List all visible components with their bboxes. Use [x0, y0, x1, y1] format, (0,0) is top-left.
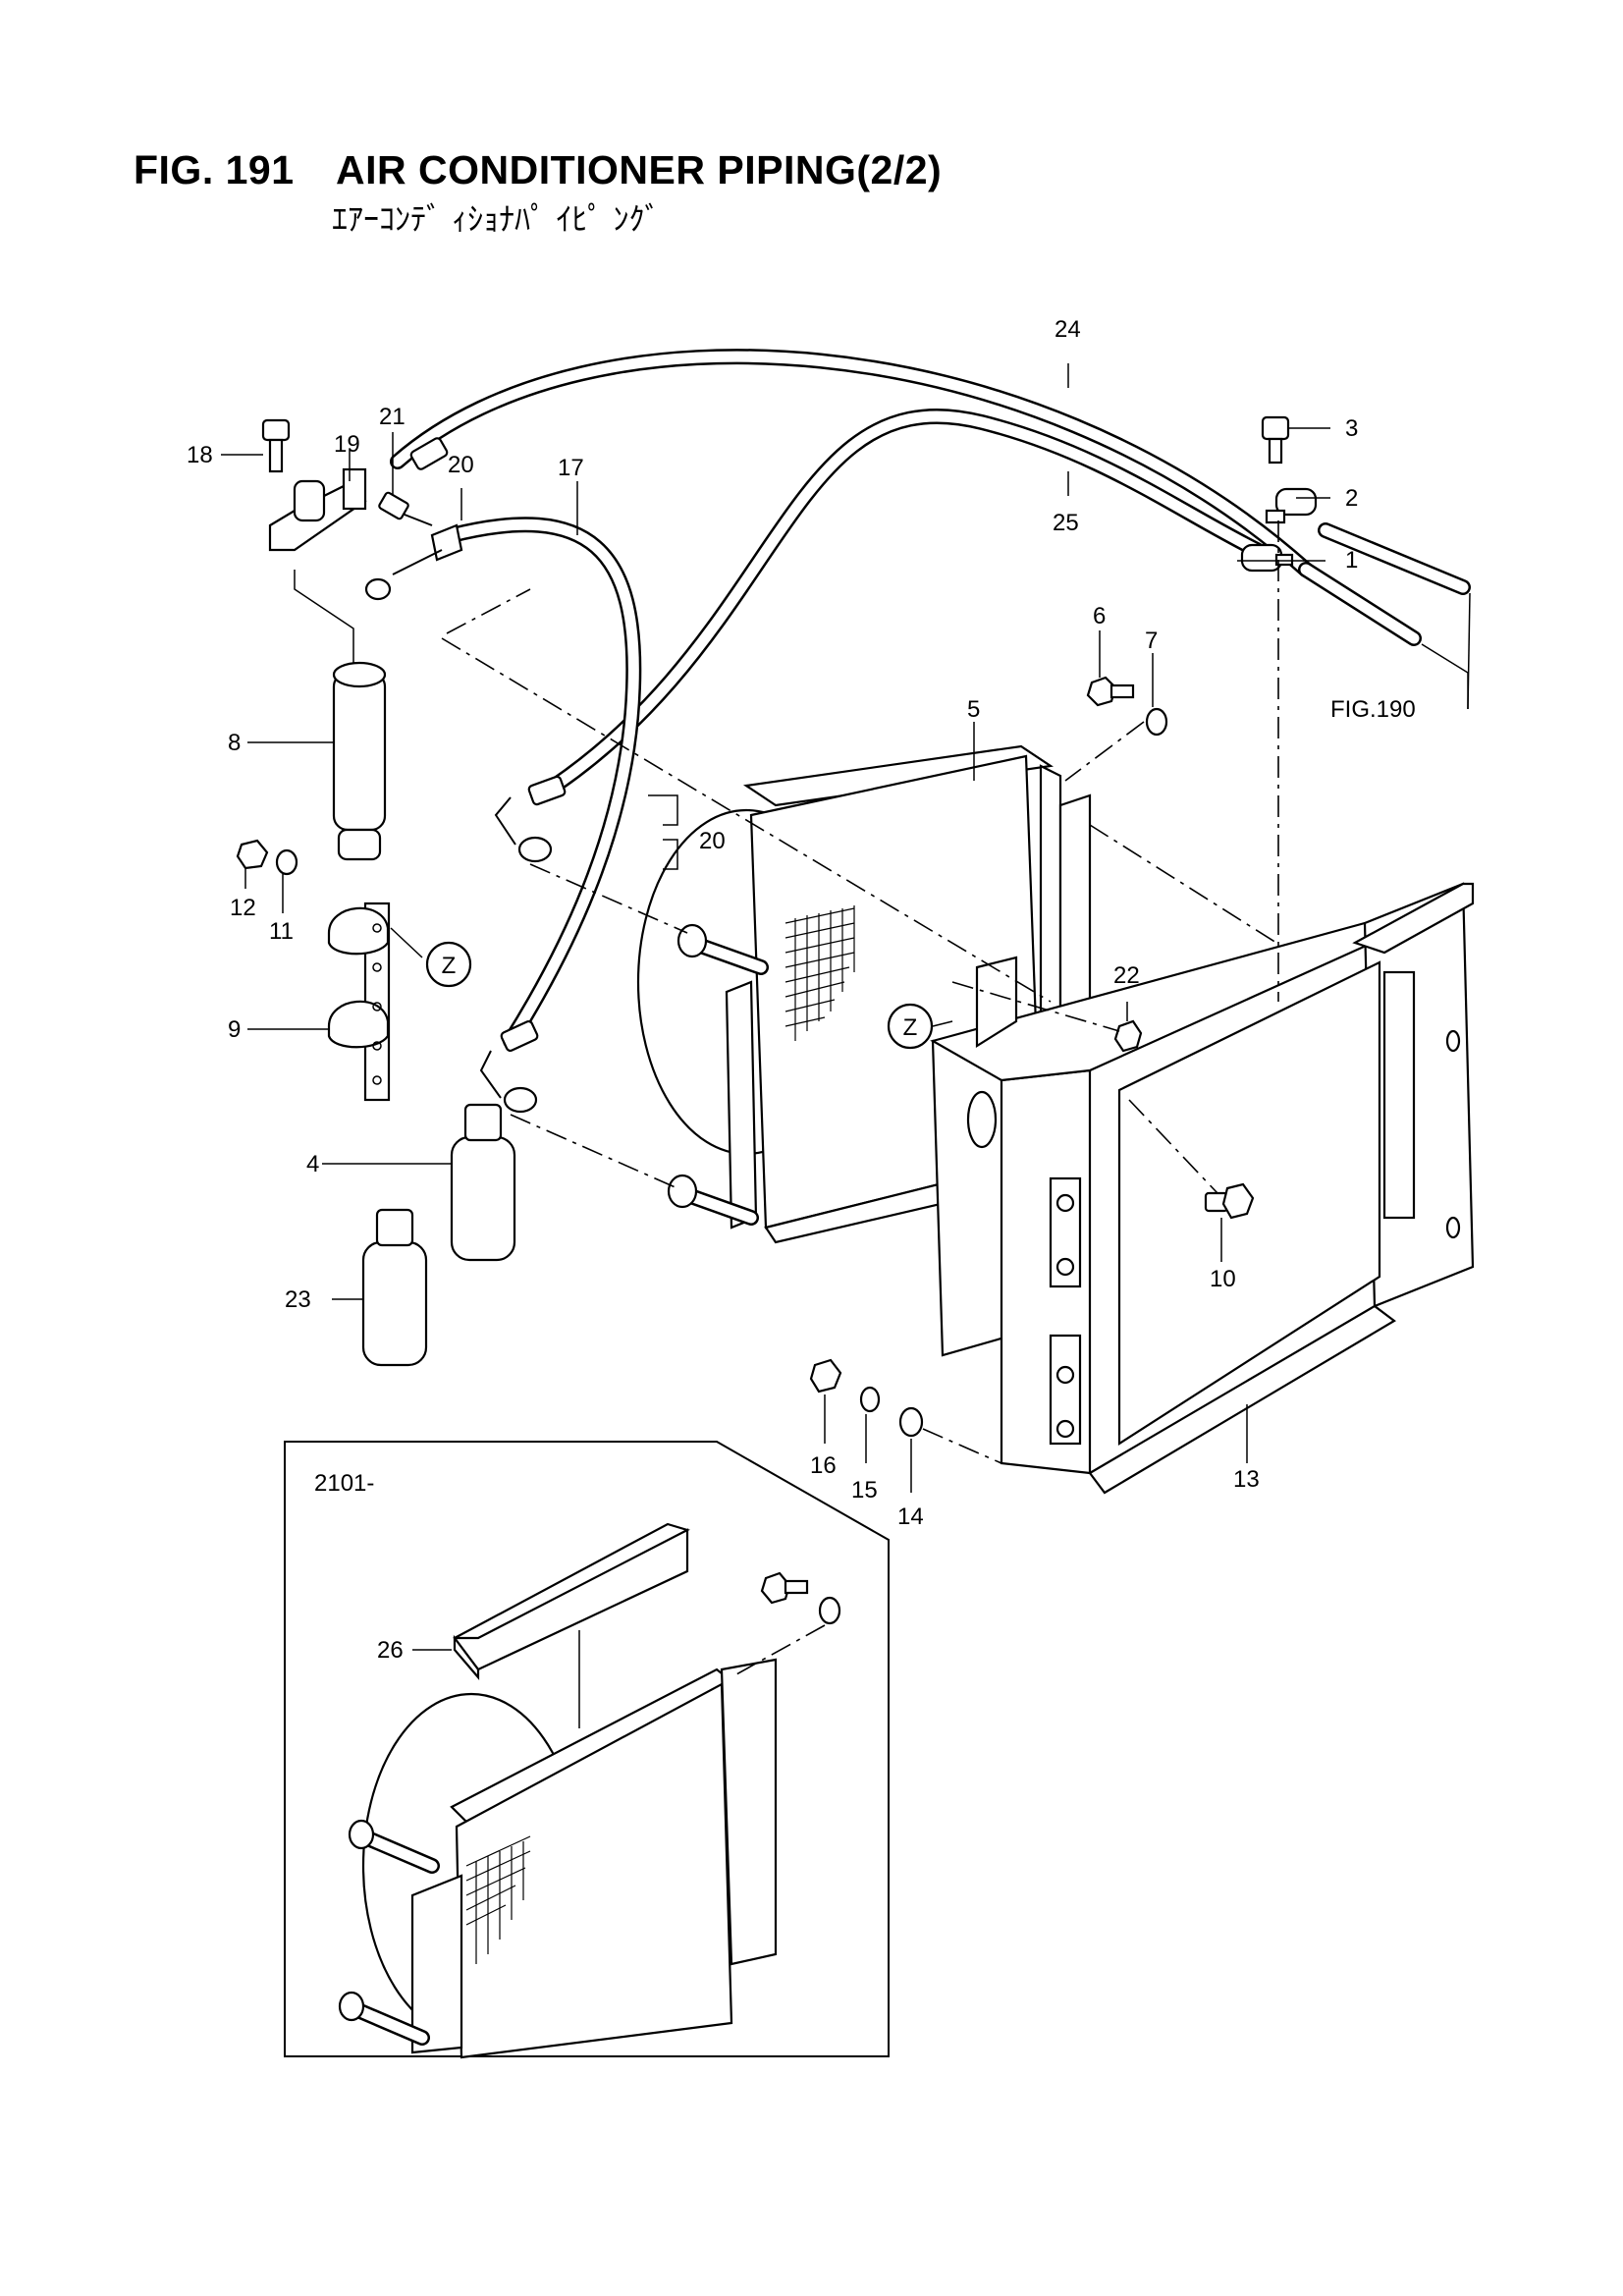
callout-3: 3: [1345, 415, 1358, 442]
callout-18: 18: [187, 442, 213, 468]
figure-number: FIG. 191: [134, 147, 295, 192]
fig190-reference: FIG.190: [1330, 696, 1416, 723]
washer-15: [859, 1386, 881, 1413]
callout-10: 10: [1210, 1266, 1236, 1292]
bolt-3: [1261, 415, 1290, 465]
callout-23: 23: [285, 1286, 311, 1313]
fitting-21: [378, 491, 433, 526]
callout-20-lower: 20: [699, 828, 726, 854]
detail-marker-z-right: Z: [887, 1003, 934, 1050]
callout-21: 21: [379, 404, 406, 430]
hose-clamp-2: [1265, 487, 1318, 524]
svg-text:Z: Z: [903, 1014, 918, 1041]
inset-variant-box: 2101-: [284, 1441, 890, 2059]
callout-4: 4: [306, 1151, 319, 1177]
callout-16: 16: [810, 1452, 837, 1479]
callout-19: 19: [334, 431, 360, 458]
foam-block-26: [453, 1522, 690, 1680]
condenser-pipe-stubs: [667, 923, 769, 1226]
assembly-lines: [441, 520, 1279, 1464]
callout-11: 11: [269, 918, 294, 945]
callout-6: 6: [1093, 603, 1106, 629]
callout-17: 17: [558, 455, 584, 481]
callout-14: 14: [897, 1503, 924, 1530]
bolt-10: [1204, 1182, 1255, 1220]
leader-lines: [221, 363, 1330, 1493]
callout-1: 1: [1345, 547, 1358, 574]
bolt-6: [1086, 676, 1135, 707]
callout-26: 26: [377, 1637, 404, 1664]
oil-bottle-23: [361, 1208, 428, 1367]
callout-2: 2: [1345, 485, 1358, 512]
callout-9: 9: [228, 1016, 241, 1043]
callout-12: 12: [230, 895, 256, 921]
leader-drier-top: [294, 570, 354, 668]
callout-22: 22: [1113, 962, 1140, 989]
detail-marker-z-left: Z: [425, 941, 472, 988]
pipe-clip-20-upper: [364, 523, 463, 601]
nut-22: [1113, 1019, 1143, 1053]
callout-24: 24: [1055, 316, 1081, 343]
bracket-plate: [975, 956, 1018, 1048]
callout-15: 15: [851, 1477, 878, 1503]
hose-to-fig190: [1298, 522, 1471, 710]
callout-8: 8: [228, 730, 241, 756]
oil-bottle-4: [450, 1103, 516, 1262]
callout-labels: 1 2 3 4 5 6 7 8 9 10 11 12 13 14 15 16 1…: [187, 316, 1416, 1664]
nut-16: [809, 1358, 842, 1394]
washer-7: [1145, 707, 1168, 737]
callout-5: 5: [967, 696, 980, 723]
elbow-fittings: [479, 796, 553, 1114]
inset-serial-label: 2101-: [314, 1470, 374, 1497]
callout-20-upper: 20: [448, 452, 474, 478]
callout-25: 25: [1053, 510, 1079, 536]
hose-25: [532, 409, 1265, 803]
figure-title: AIR CONDITIONER PIPING(2/2): [336, 147, 943, 192]
receiver-drier-8: [332, 661, 387, 861]
figure-subtitle: ｴｱｰｺﾝﾃﾞ ｨｼｮﾅﾊﾟ ｲﾋﾟ ﾝｸﾞ: [332, 200, 661, 238]
drier-bracket-9: [327, 902, 391, 1102]
bolt-18: [261, 418, 291, 473]
hose-24: [390, 349, 1314, 577]
switch-bracket-19: [268, 467, 367, 552]
washer-11: [275, 848, 298, 876]
condenser-mesh: [784, 905, 855, 1041]
callout-13: 13: [1233, 1466, 1260, 1493]
svg-text:Z: Z: [442, 953, 457, 979]
hose-clamp-1: [1240, 543, 1294, 573]
callout-7: 7: [1145, 628, 1158, 654]
hose-fitting-upper: [409, 437, 567, 1053]
washer-14: [898, 1406, 924, 1438]
hose-17: [444, 517, 642, 1049]
nut-12: [236, 839, 269, 870]
